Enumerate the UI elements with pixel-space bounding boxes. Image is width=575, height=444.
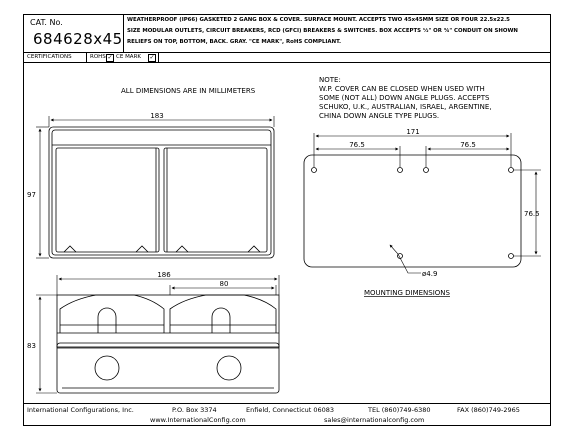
note-line-4: SCHUKO, U.K., AUSTRALIAN, ISRAEL, ARGENT… — [319, 103, 492, 111]
cat-number: 684628x45 — [33, 30, 123, 48]
note-line-5: CHINA DOWN ANGLE TYPE PLUGS. — [319, 112, 439, 120]
note-line-1: NOTE: — [319, 76, 341, 84]
telephone: TEL (860)749-6380 — [368, 406, 431, 414]
mount-left-label: 76.5 — [349, 141, 365, 149]
side-dimension-height — [36, 294, 57, 394]
ce-mark-checkbox: ✓ — [148, 54, 156, 62]
address: Enfield, Connecticut 06083 — [246, 406, 335, 414]
mount-total-label: 171 — [406, 128, 419, 136]
note-line-2: W.P. COVER CAN BE CLOSED WHEN USED WITH — [319, 85, 485, 93]
side-view — [56, 294, 280, 394]
website-link[interactable]: www.InternationalConfig.com — [150, 416, 246, 424]
footer: International Configurations, Inc. P.O. … — [24, 403, 551, 426]
mounting-title: MOUNTING DIMENSIONS — [364, 289, 451, 297]
drawing-sheet: CAT. No. 684628x45 WEATHERPROOF (IP66) G… — [23, 14, 551, 426]
product-description: WEATHERPROOF (IP66) GASKETED 2 GANG BOX … — [124, 15, 551, 53]
front-dimension-height — [36, 126, 49, 259]
side-dimension-width — [56, 275, 280, 295]
mount-right-label: 76.5 — [460, 141, 476, 149]
rohs-checkbox: ✓ — [106, 54, 114, 62]
mounting-plate — [303, 154, 522, 268]
cert-marks: ROHS ✓ CE MARK ✓ — [88, 53, 159, 62]
side-width-label: 186 — [157, 271, 171, 279]
cert-divider — [86, 53, 87, 62]
front-dimension-width — [48, 116, 275, 127]
description-line-3: RELIEFS ON TOP, BOTTOM, BACK. GRAY. "CE … — [127, 39, 341, 45]
cat-label: CAT. No. — [30, 18, 63, 27]
hole-diameter-label: ø4.9 — [422, 270, 437, 278]
side-height-label: 83 — [27, 342, 36, 350]
mount-vertical-label: 76.5 — [524, 210, 540, 218]
front-height-label: 97 — [27, 191, 36, 199]
mounting-dimensions — [313, 133, 541, 274]
ce-mark-label: CE MARK — [116, 54, 141, 60]
side-inner-label: 80 — [220, 280, 229, 288]
description-line-2: SIZE MODULAR OUTLETS, CIRCUIT BREAKERS, … — [127, 28, 518, 34]
front-view — [48, 126, 275, 259]
email-link[interactable]: sales@internationalconfig.com — [324, 416, 425, 424]
units-note: ALL DIMENSIONS ARE IN MILLIMETERS — [121, 87, 256, 95]
rohs-label: ROHS — [90, 54, 106, 60]
certifications-row: CERTIFICATIONS ROHS ✓ CE MARK ✓ — [24, 53, 551, 63]
po-box: P.O. Box 3374 — [172, 406, 217, 414]
fax: FAX (860)749-2965 — [457, 406, 520, 414]
note-block: NOTE: W.P. COVER CAN BE CLOSED WHEN USED… — [319, 76, 492, 120]
technical-drawing: ALL DIMENSIONS ARE IN MILLIMETERS NOTE: … — [27, 76, 541, 394]
front-width-label: 183 — [150, 112, 163, 120]
company-name: International Configurations, Inc. — [27, 406, 134, 414]
certifications-label: CERTIFICATIONS — [27, 54, 72, 60]
note-line-3: SOME (NOT ALL) DOWN ANGLE PLUGS. ACCEPTS — [319, 94, 490, 102]
catalog-number-box: CAT. No. 684628x45 — [24, 15, 124, 53]
description-line-1: WEATHERPROOF (IP66) GASKETED 2 GANG BOX … — [127, 17, 510, 23]
